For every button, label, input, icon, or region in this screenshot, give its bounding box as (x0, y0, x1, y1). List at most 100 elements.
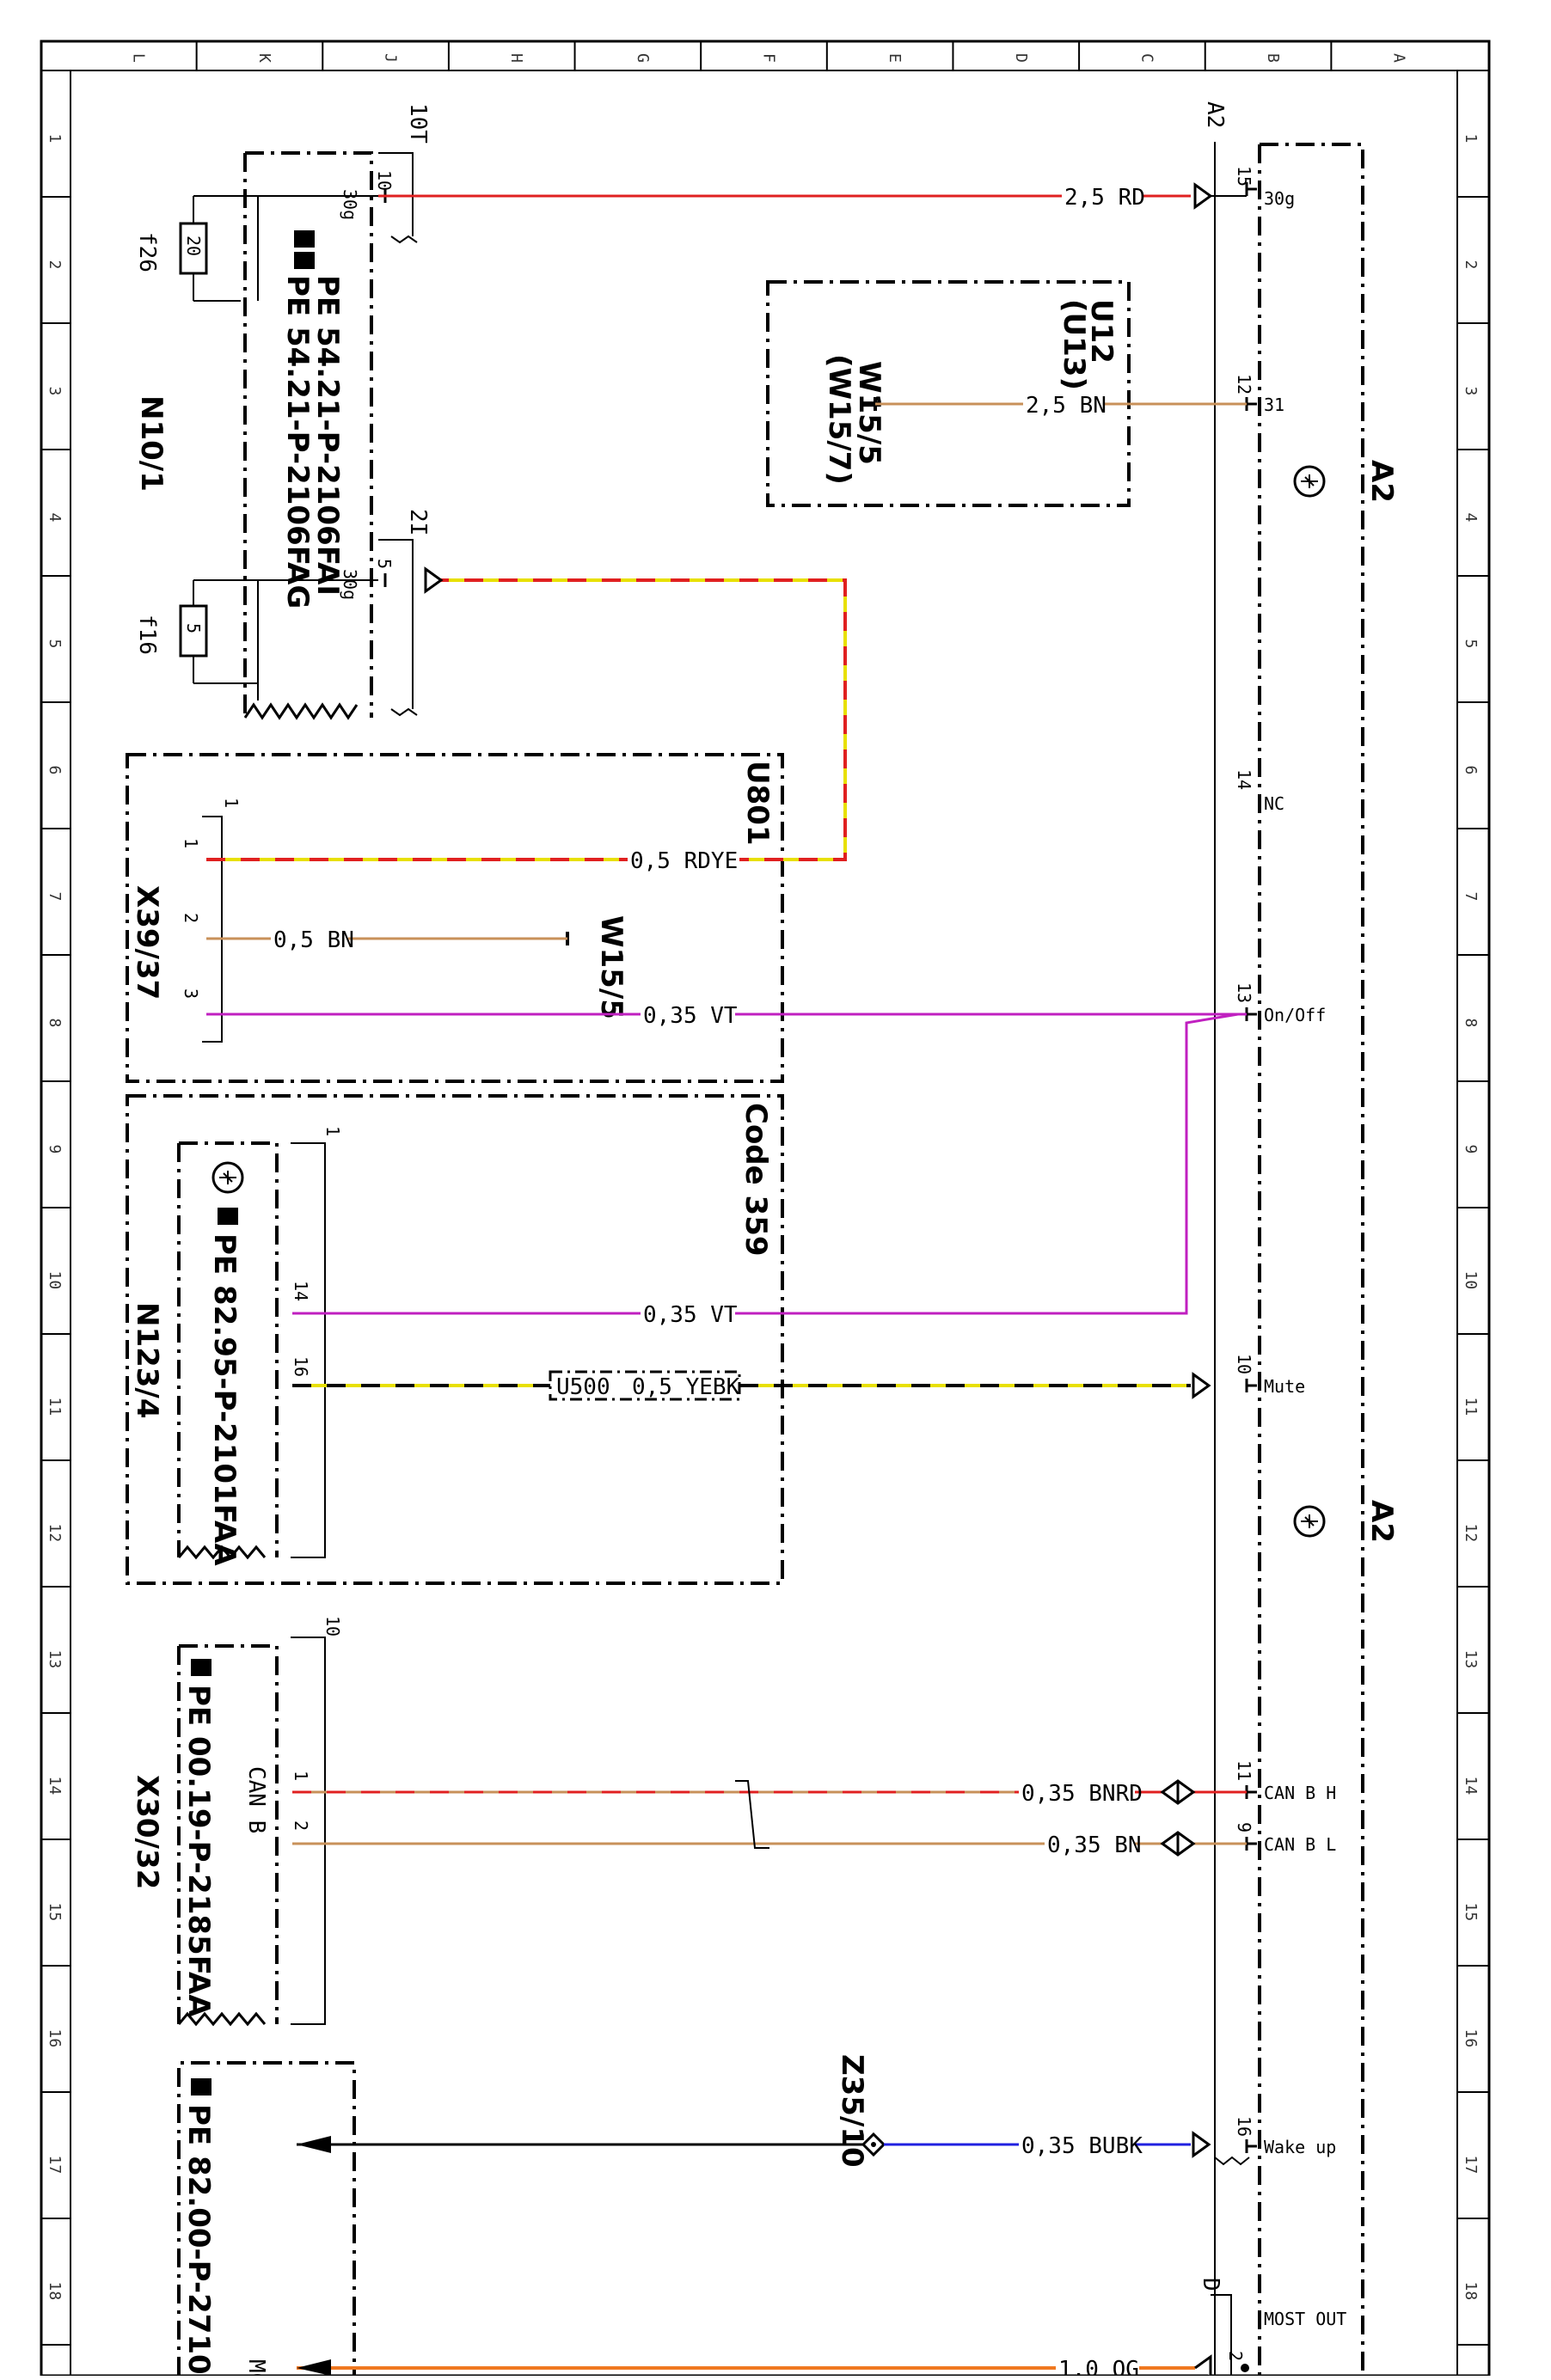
a2-pin-name: On/Off (1264, 1005, 1326, 1025)
a2-pin-name: Mute (1264, 1376, 1305, 1397)
grid-row-label: 2 (1462, 260, 1480, 270)
a2-pin: 14 NC (1234, 769, 1284, 814)
pin-number: 1 (221, 798, 242, 808)
speaker-icon (212, 1161, 244, 1194)
fuse-symbol (179, 222, 208, 275)
grid-row-label: 18 (1462, 2282, 1480, 2301)
pin-number: 3 (181, 988, 201, 999)
a2-pin-name: CAN B H (1264, 1783, 1336, 1803)
grid-column-label: A (1390, 53, 1408, 63)
a2-pin-name: 31 (1264, 395, 1284, 415)
grid-row-label: 4 (1462, 513, 1480, 523)
grid-column-label: F (760, 53, 778, 63)
can-b-label: CAN B (243, 1766, 269, 1833)
grid-row-label: 10 (46, 1271, 64, 1290)
grid-row-label: 14 (46, 1777, 64, 1796)
most-block: PE 82.00-P-2710F MOS D 2 (177, 2061, 1246, 2380)
grid-row-label: 15 (46, 1903, 64, 1922)
a2-pin-number: 9 (1234, 1822, 1254, 1832)
grid-row-label: 17 (1462, 2156, 1480, 2175)
fuse-f26-rating: 20 (183, 236, 204, 256)
fuse-f16-rating: 5 (183, 623, 204, 633)
pin-number: 2 (291, 1820, 311, 1831)
pin-number: 10 (374, 170, 395, 191)
a2-pin-name: Wake up (1264, 2137, 1336, 2157)
connector-label: 2I (405, 509, 431, 535)
grid-row-label: 17 (46, 2156, 64, 2175)
wire-0-35-bn: 0,35 BN (292, 1780, 1247, 1858)
grid-row-label: 2 (46, 260, 64, 270)
grid-column-label: D (1012, 53, 1030, 63)
wire-label: 0,5 BN (273, 927, 354, 953)
pin-number: 10 (322, 1616, 343, 1637)
wire-label: 0,5 RDYE (630, 848, 738, 874)
grid-row-label: 12 (46, 1524, 64, 1543)
wire-0-35-vt: 0,35 VT (206, 1003, 1247, 1029)
wire-0-5-bn: 0,5 BN (206, 927, 567, 953)
grid-column-label: G (634, 53, 652, 63)
pin-number: 14 (291, 1281, 311, 1301)
a2-pin-name: 30g (1264, 188, 1295, 209)
w15-7-label: (W15/7) (822, 354, 856, 485)
pe-reference: PE 54.21-P-2106FAI (310, 275, 345, 596)
pin-number: 2 (181, 913, 201, 923)
grid-row-label: 3 (46, 387, 64, 396)
pointing-hand-icon (294, 230, 315, 269)
grid-row-label: 14 (1462, 1777, 1480, 1796)
wire-0-5-rdye: 0,5 RDYE (206, 566, 847, 874)
pointing-hand-icon (218, 1208, 238, 1225)
grid-column-label: K (255, 53, 273, 63)
grid-row-label: 15 (1462, 1903, 1480, 1922)
grid-row-label: 12 (1462, 1524, 1480, 1543)
grid-row-label: 10 (1462, 1271, 1480, 1290)
fuse-symbol (179, 604, 208, 658)
a2-top-label: A2 (1202, 101, 1228, 128)
pointing-hand-icon (191, 2078, 212, 2096)
pin-number: 1 (291, 1771, 311, 1781)
wire-label: 2,5 RD (1064, 185, 1145, 211)
grid-column-label: B (1264, 53, 1282, 63)
most-label-partial: MOS (243, 2359, 269, 2376)
a2-side-label-2: A2 (1364, 1500, 1399, 1543)
grid-row-label: 8 (1462, 1019, 1480, 1028)
u801-block: U801 X39/37 1 1 2 3 W15/5 (126, 753, 784, 1083)
a2-pin: 15 30g (1234, 166, 1295, 209)
u12-block: U12 (U13) W15/5 (W15/7) (766, 280, 1131, 507)
grid-row-label: 9 (1462, 1145, 1480, 1154)
n123-4-label: N123/4 (130, 1302, 164, 1419)
grid-row-label: 13 (46, 1650, 64, 1669)
wire-2-5-bn: 2,5 BN (875, 393, 1247, 419)
wire-label: 0,5 YEBK (632, 1374, 740, 1400)
wires: 2,5 RD 2,5 BN 0,5 RDYE 0,5 BN 0,35 VT (206, 182, 1247, 2380)
grid-column-label: H (507, 53, 525, 63)
a2-pin-number: 10 (1234, 1354, 1254, 1374)
grid-row-label: 6 (1462, 766, 1480, 775)
grid-column-label: L (129, 53, 147, 63)
a2-pin-number: 15 (1234, 166, 1254, 187)
a2-module: A2 A2 A2 (1202, 101, 1399, 2376)
pin-label: 30g (340, 189, 360, 220)
a2-pin-name: MOST OUT (1264, 2309, 1346, 2329)
a2-pin-name: CAN B L (1264, 1834, 1336, 1855)
fuse-f16-label: f16 (134, 615, 160, 655)
connector-2i: 2I 5 (374, 509, 431, 717)
grid-column-label: J (382, 53, 400, 63)
wire-0-35-bnrd: 0,35 BNRD (292, 1779, 1247, 1807)
pe-reference: PE 54.21-P-2106FAG (280, 275, 315, 609)
a2-pin-number: 13 (1234, 982, 1254, 1003)
pin-number: 5 (374, 559, 395, 569)
n10-1-module: N10/1 20 f26 5 f16 PE 54.21-P-2106FAG PE… (134, 151, 378, 720)
connector-label: 10T (405, 103, 431, 144)
fuse-f26-label: f26 (134, 232, 160, 272)
a2-pin: 13 On/Off (1234, 982, 1326, 1025)
grid-row-label: 13 (1462, 1650, 1480, 1669)
pin-number: 1 (181, 838, 201, 848)
a2-pin-list: 15 30g 12 31 14 NC 13 On/Off 10 Mute 11 … (1214, 166, 1346, 2372)
grid-row-label: 1 (1462, 134, 1480, 144)
pin-number: 2 (1225, 2351, 1246, 2361)
wire-0-35-bubk: 0,35 BUBK (297, 2131, 1211, 2159)
grid-row-label: 8 (46, 1019, 64, 1028)
speaker-icon (1293, 465, 1326, 498)
